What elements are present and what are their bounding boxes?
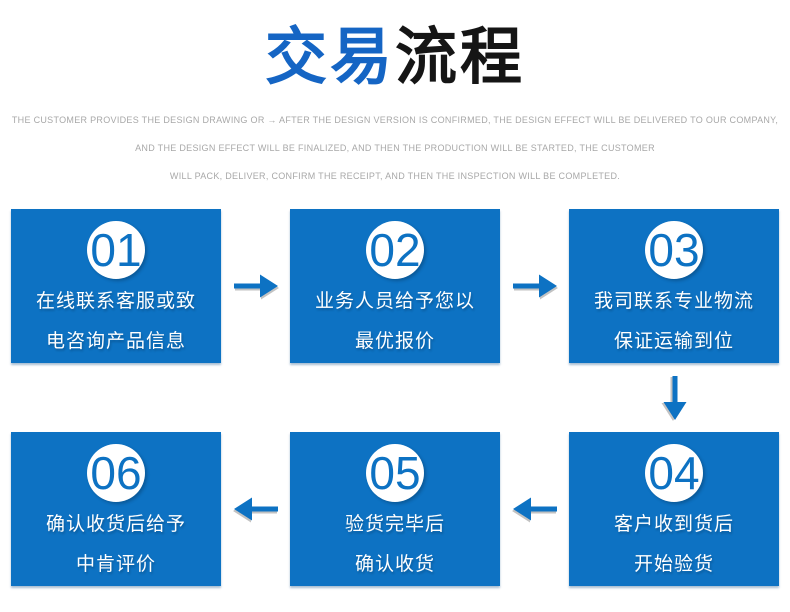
step-text-line: 在线联系客服或致 [35,291,196,312]
step-box-4: 04 客户收到货后 开始验货 [569,432,779,586]
flow-row-bottom: 06 确认收货后给予 中肯评价 05 验货完毕后 确认收货 [11,432,779,586]
step-number-badge: 02 [366,221,424,279]
step-text: 客户收到货后 开始验货 [569,505,779,585]
page-title-rest: 流程 [395,23,526,92]
subtitle: THE CUSTOMER PROVIDES THE DESIGN DRAWING… [0,106,790,190]
step-text-line: 最优报价 [354,331,435,352]
step-text-line: 确认收货后给予 [45,514,186,535]
flow-row-top: 01 在线联系客服或致 电咨询产品信息 02 业务人员给予您以 最优报价 [11,209,779,363]
step-text: 在线联系客服或致 电咨询产品信息 [11,282,221,362]
step-text-line: 客户收到货后 [613,514,734,535]
step-box-2: 02 业务人员给予您以 最优报价 [290,209,500,363]
step-text: 我司联系专业物流 保证运输到位 [569,282,779,362]
page-title-highlight: 交易 [264,23,395,92]
step-number-badge: 01 [87,221,145,279]
step-number-badge: 05 [366,444,424,502]
subtitle-line-3: WILL PACK, DELIVER, CONFIRM THE RECEIPT,… [169,171,621,181]
step-text-line: 验货完毕后 [344,514,445,535]
step-text-line: 中肯评价 [75,554,156,575]
subtitle-line-1: THE CUSTOMER PROVIDES THE DESIGN DRAWING… [11,115,779,125]
step-box-1: 01 在线联系客服或致 电咨询产品信息 [11,209,221,363]
arrow-left-icon [500,493,569,525]
step-box-3: 03 我司联系专业物流 保证运输到位 [569,209,779,363]
arrow-down-icon [651,374,699,422]
step-text: 业务人员给予您以 最优报价 [290,282,500,362]
arrow-right-icon [221,270,290,302]
arrow-right-icon [500,270,569,302]
step-number-badge: 03 [645,221,703,279]
step-text-line: 开始验货 [633,554,714,575]
step-box-6: 06 确认收货后给予 中肯评价 [11,432,221,586]
step-number-badge: 04 [645,444,703,502]
step-text: 确认收货后给予 中肯评价 [11,505,221,585]
page-title: 交易流程 [0,0,790,98]
step-text-line: 业务人员给予您以 [314,291,475,312]
step-text-line: 确认收货 [354,554,435,575]
subtitle-line-2: AND THE DESIGN EFFECT WILL BE FINALIZED,… [135,143,655,153]
step-box-5: 05 验货完毕后 确认收货 [290,432,500,586]
step-text-line: 电咨询产品信息 [45,331,186,352]
step-text-line: 保证运输到位 [613,331,734,352]
step-text: 验货完毕后 确认收货 [290,505,500,585]
flow-diagram: 01 在线联系客服或致 电咨询产品信息 02 业务人员给予您以 最优报价 [11,209,779,586]
step-text-line: 我司联系专业物流 [593,291,754,312]
step-number-badge: 06 [87,444,145,502]
arrow-left-icon [221,493,290,525]
